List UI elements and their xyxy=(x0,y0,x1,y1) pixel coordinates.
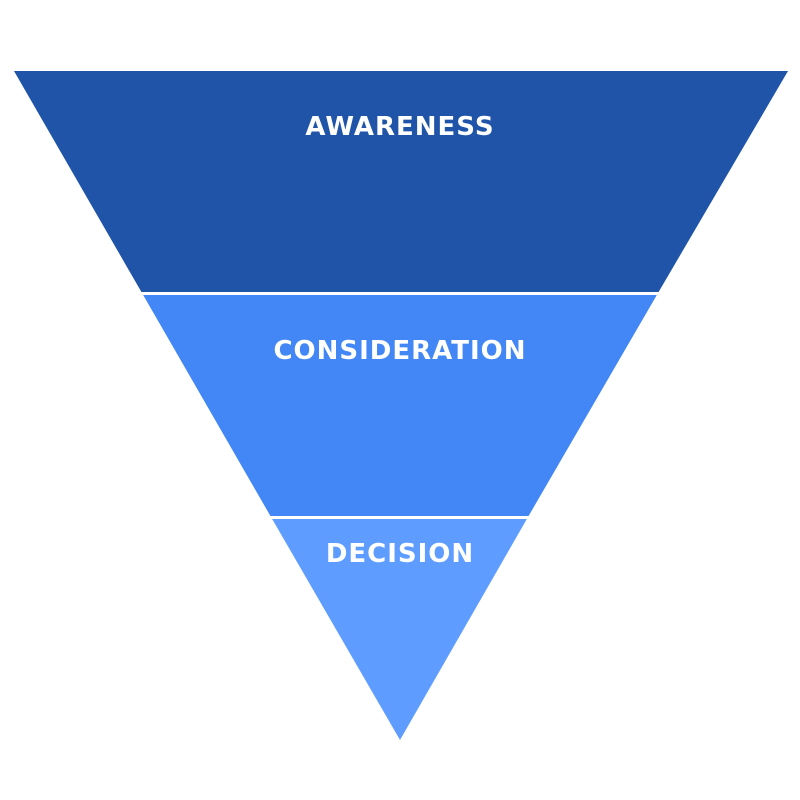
stage-label-awareness: AWARENESS xyxy=(305,112,494,142)
stage-label-decision: DECISION xyxy=(326,539,474,569)
funnel-stage-consideration xyxy=(142,293,658,517)
funnel-stage-decision xyxy=(271,517,528,740)
stage-label-consideration: CONSIDERATION xyxy=(273,336,526,366)
funnel-stage-awareness xyxy=(14,71,788,293)
